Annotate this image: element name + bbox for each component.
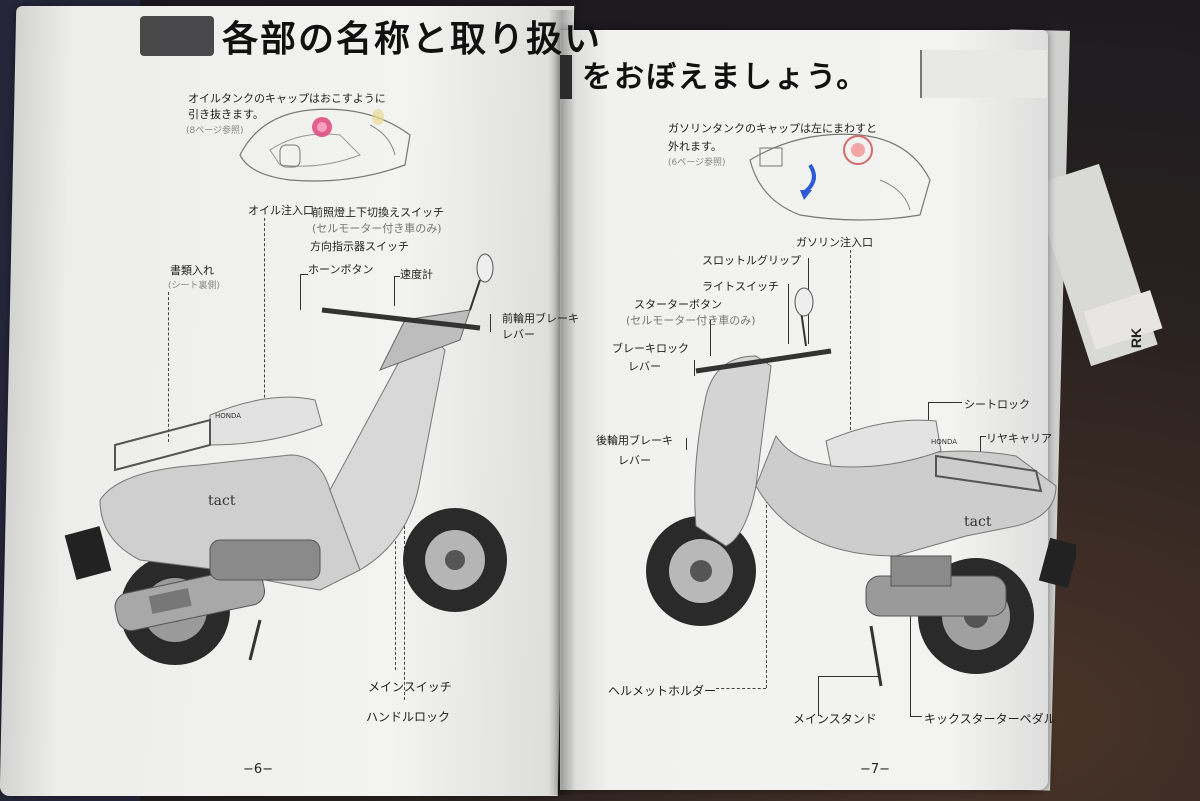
leader-starter [710, 320, 711, 356]
side-sheet-label: RK [1128, 327, 1145, 349]
leader-main-stand [818, 676, 819, 716]
label-speedometer: 速度計 [400, 268, 433, 281]
scooter-logo-left: tact [208, 493, 236, 509]
fuel-cap-ref: (6ページ参照) [668, 158, 726, 168]
label-starter-button: スターターボタン [634, 298, 722, 311]
leader-speedometer [394, 276, 395, 306]
brand-badge-right: HONDA [931, 438, 957, 446]
label-starter-note: (セルモーター付き車のみ) [626, 314, 756, 327]
title-bar-left [140, 16, 214, 56]
label-main-switch: メインスイッチ [368, 680, 452, 694]
leader-carrier-v [980, 436, 981, 462]
fuel-cap-caption-1: ガソリンタンクのキャップは左にまわすと [668, 122, 877, 135]
leader-helmet-h [716, 688, 766, 689]
leader-light-switch [788, 284, 789, 344]
title-bar-right [920, 50, 1047, 98]
label-handle-lock: ハンドルロック [366, 710, 451, 724]
leader-front-brake [490, 314, 491, 332]
label-main-stand: メインスタンド [793, 712, 877, 726]
label-light-switch: ライトスイッチ [702, 280, 779, 293]
label-brake-lock-1: ブレーキロック [612, 342, 689, 355]
leader-speedometer-h [394, 276, 400, 277]
label-front-brake-1: 前輪用ブレーキ [502, 312, 579, 325]
label-headlight-note: (セルモーター付き車のみ) [312, 222, 442, 235]
page-number-right: −7− [860, 762, 891, 777]
leader-horn [300, 274, 308, 275]
label-brake-lock-2: レバー [628, 360, 661, 373]
leader-carrier-h [980, 436, 986, 437]
page-title-right: をおぼえましょう。 [582, 60, 869, 95]
leader-seat-lock-h [928, 402, 962, 403]
label-document-note: (シート裏側) [168, 281, 221, 291]
label-front-brake-2: レバー [502, 328, 535, 341]
leader-kick-pedal [910, 610, 911, 716]
fuel-tank-inset-illustration [749, 133, 931, 221]
title-bar-mid [560, 55, 572, 99]
leader-horn-v [300, 274, 301, 310]
label-oil-inlet: オイル注入口 [248, 204, 314, 217]
leader-rear-brake [686, 438, 687, 450]
label-rear-brake-1: 後輪用ブレーキ [596, 434, 673, 447]
label-kick-pedal: キックスターターペダル [924, 712, 1056, 726]
brand-badge-left: HONDA [215, 412, 241, 420]
leader-helmet-v [766, 470, 767, 688]
label-turn-signal: 方向指示器スイッチ [310, 240, 409, 253]
leader-oil-inlet [264, 218, 265, 438]
leader-fuel-inlet [850, 250, 851, 440]
scooter-illustration-right: tact HONDA [646, 287, 1076, 687]
leader-brake-lock [694, 360, 695, 376]
fuel-cap-caption-2: 外れます。 [668, 140, 722, 153]
oil-cap-ref: (8ページ参照) [186, 126, 244, 136]
label-seat-lock: シートロック [964, 398, 1030, 411]
scooter-logo-right: tact [964, 514, 992, 530]
label-fuel-inlet: ガソリン注入口 [796, 236, 873, 249]
label-horn: ホーンボタン [308, 263, 374, 276]
label-helmet-holder: ヘルメットホルダー [608, 684, 717, 698]
leader-document-box [168, 292, 169, 442]
page-number-left: −6− [243, 762, 274, 777]
oil-tank-inset-illustration [239, 108, 411, 182]
oil-cap-caption-1: オイルタンクのキャップはおこすように [188, 92, 386, 105]
label-throttle: スロットルグリップ [702, 254, 801, 267]
label-document-box: 書類入れ [170, 264, 214, 277]
label-rear-carrier: リヤキャリア [986, 432, 1052, 445]
label-rear-brake-2: レバー [618, 454, 651, 467]
page-title-left: 各部の名称と取り扱い [222, 19, 603, 60]
leader-main-stand-h [818, 676, 878, 677]
leader-kick-pedal-h [910, 716, 922, 717]
label-headlight-switch: 前照燈上下切換えスイッチ [312, 206, 444, 219]
leader-handle-lock [404, 370, 405, 700]
oil-cap-caption-2: 引き抜きます。 [188, 108, 264, 121]
scooter-illustration-left: tact HONDA [64, 253, 507, 665]
book-gutter [548, 10, 576, 795]
